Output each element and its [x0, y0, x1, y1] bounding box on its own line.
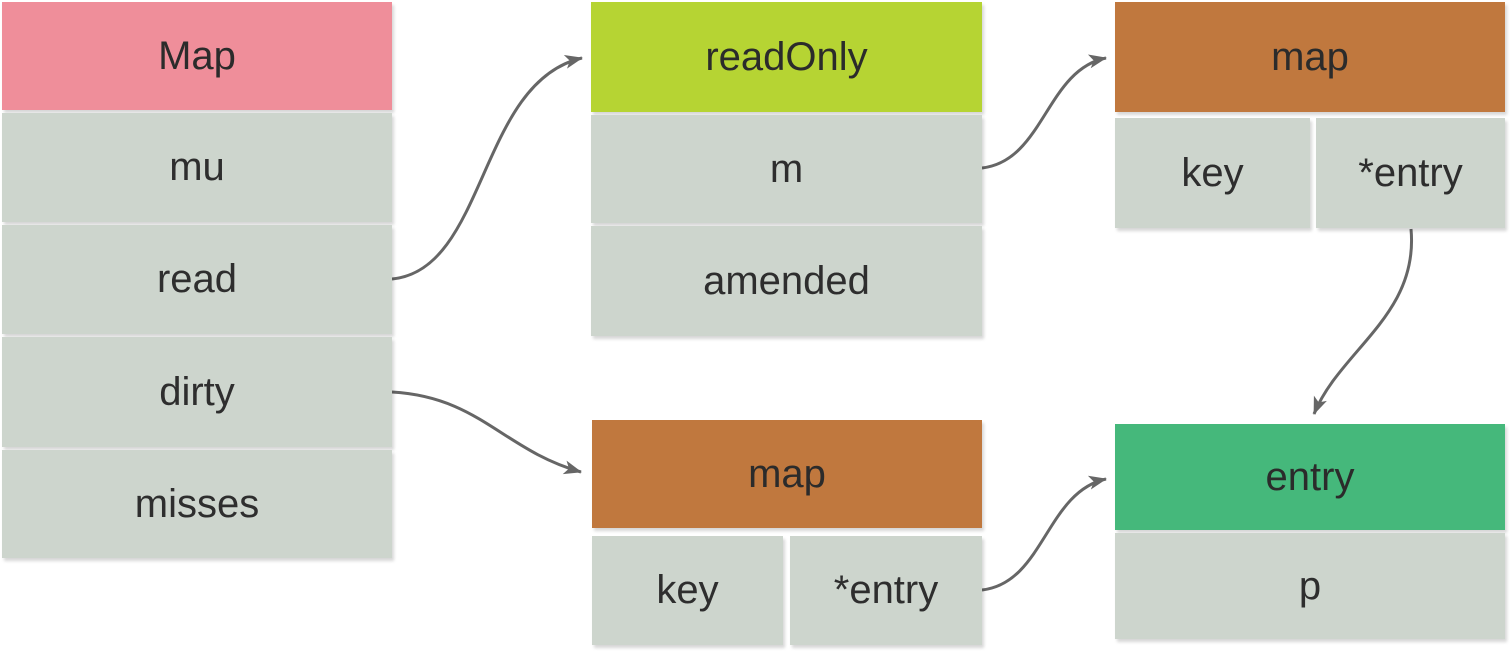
edge-read-to-readonly [391, 55, 583, 281]
edge-bottom-entry-pointer-to-entry [981, 475, 1107, 592]
map-bottom-field-key: key [592, 536, 783, 645]
map-top-field-key: key [1115, 118, 1310, 228]
readonly-field-amended: amended [591, 226, 982, 336]
readonly-struct-header: readOnly [591, 2, 982, 112]
map-struct-field-mu: mu [2, 113, 392, 222]
entry-struct-header: entry [1115, 424, 1505, 530]
edge-m-to-map-top [981, 54, 1107, 170]
map-bottom-header: map [592, 420, 982, 528]
map-struct-field-read: read [2, 225, 392, 334]
map-top-header: map [1115, 2, 1505, 112]
readonly-field-m: m [591, 115, 982, 223]
map-bottom-field-entry-pointer: *entry [790, 536, 982, 645]
map-top-field-entry-pointer: *entry [1316, 118, 1505, 228]
map-struct-field-misses: misses [2, 450, 392, 558]
map-struct-field-dirty: dirty [2, 337, 392, 447]
edge-dirty-to-map-bottom [391, 390, 582, 475]
edge-top-entry-pointer-to-entry [1312, 228, 1414, 415]
map-struct-header: Map [2, 2, 392, 110]
entry-field-p: p [1115, 533, 1505, 639]
